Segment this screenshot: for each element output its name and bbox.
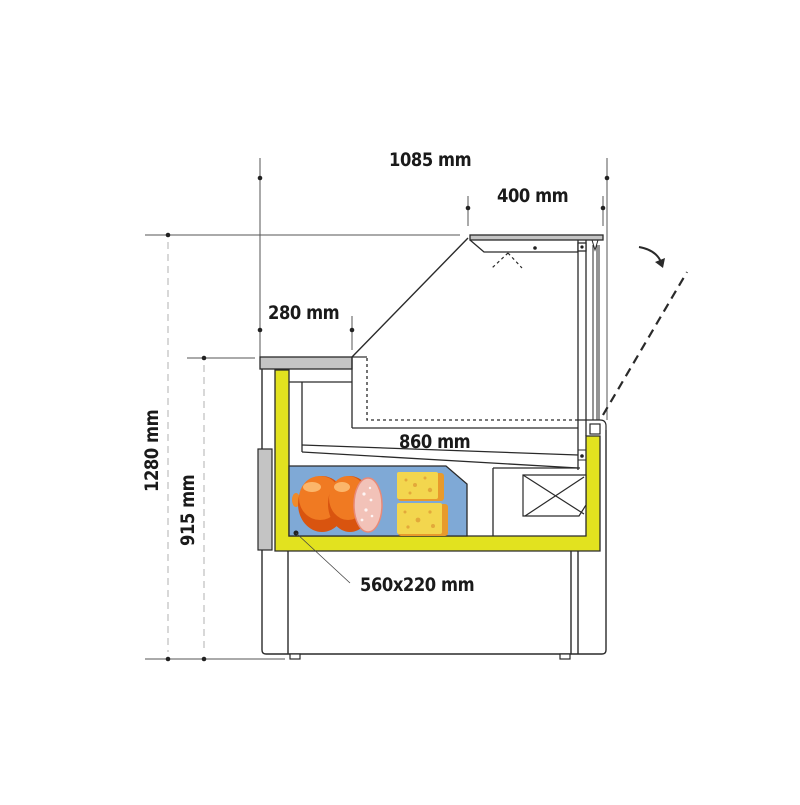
tray-pointer-line xyxy=(295,532,351,584)
interior-depth-label: 860 mm xyxy=(399,431,471,453)
rear-glass xyxy=(591,239,600,420)
open-glass-position xyxy=(602,271,688,416)
cheese-product-icon xyxy=(397,472,448,536)
canopy-light-icon xyxy=(491,252,523,269)
side-panel xyxy=(257,448,273,551)
worktop-depth-label: 280 mm xyxy=(268,302,340,324)
canopy-depth-label: 400 mm xyxy=(497,185,569,207)
evaporator-unit-icon xyxy=(522,474,587,517)
feet xyxy=(289,653,571,660)
total-depth-label: 1085 mm xyxy=(389,149,472,171)
tray-size-label: 560x220 mm xyxy=(360,574,475,596)
dimension-lines xyxy=(145,158,610,662)
worktop-height-label: 915 mm xyxy=(177,474,199,546)
sausage-product-icon xyxy=(292,476,383,533)
display-area-outline xyxy=(366,358,578,421)
worktop xyxy=(259,356,353,370)
top-canopy xyxy=(469,234,604,253)
vertical-guides xyxy=(167,242,205,652)
total-height-label: 1280 mm xyxy=(141,409,163,492)
front-glass xyxy=(351,237,469,358)
inner-structure xyxy=(289,240,587,536)
rotation-arrow-icon xyxy=(638,246,665,268)
